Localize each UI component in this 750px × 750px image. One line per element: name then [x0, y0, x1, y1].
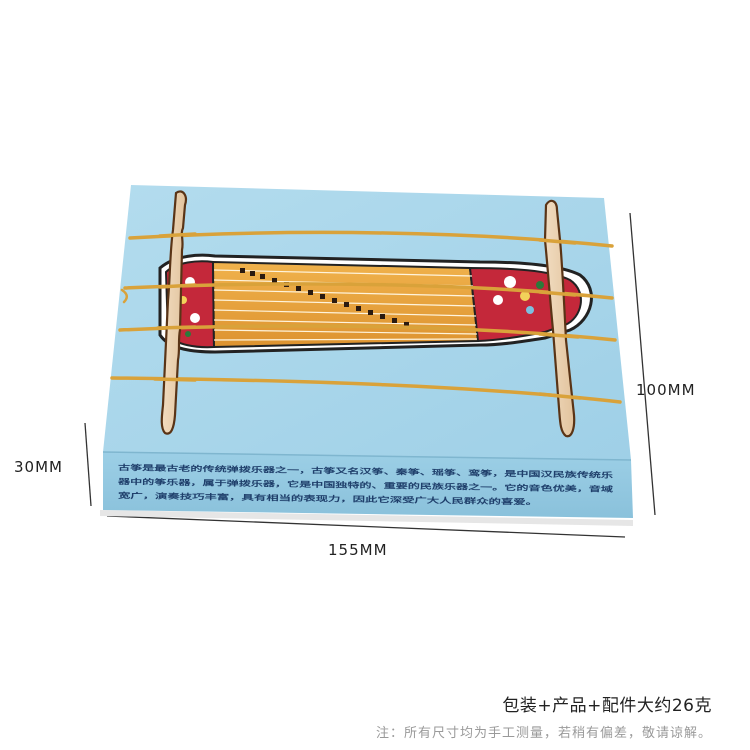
- height-dimension-line: [629, 212, 656, 516]
- depth-dimension-label: 30MM: [14, 458, 63, 476]
- measurement-note: 注：所有尺寸均为手工测量，若稍有偏差，敬请谅解。: [375, 726, 712, 741]
- right-wood-strip: [543, 199, 576, 438]
- dimension-lines: [84, 212, 656, 538]
- width-dimension-line: [106, 515, 626, 538]
- width-dimension-label: 155MM: [328, 541, 388, 559]
- guzheng-illustration: [158, 253, 593, 354]
- height-dimension-label: 100MM: [636, 381, 696, 399]
- depth-dimension-line: [84, 422, 92, 507]
- box-front-face: [103, 452, 633, 518]
- left-wood-strip: [160, 190, 187, 435]
- weight-caption: 包装+产品+配件大约26克: [502, 696, 712, 716]
